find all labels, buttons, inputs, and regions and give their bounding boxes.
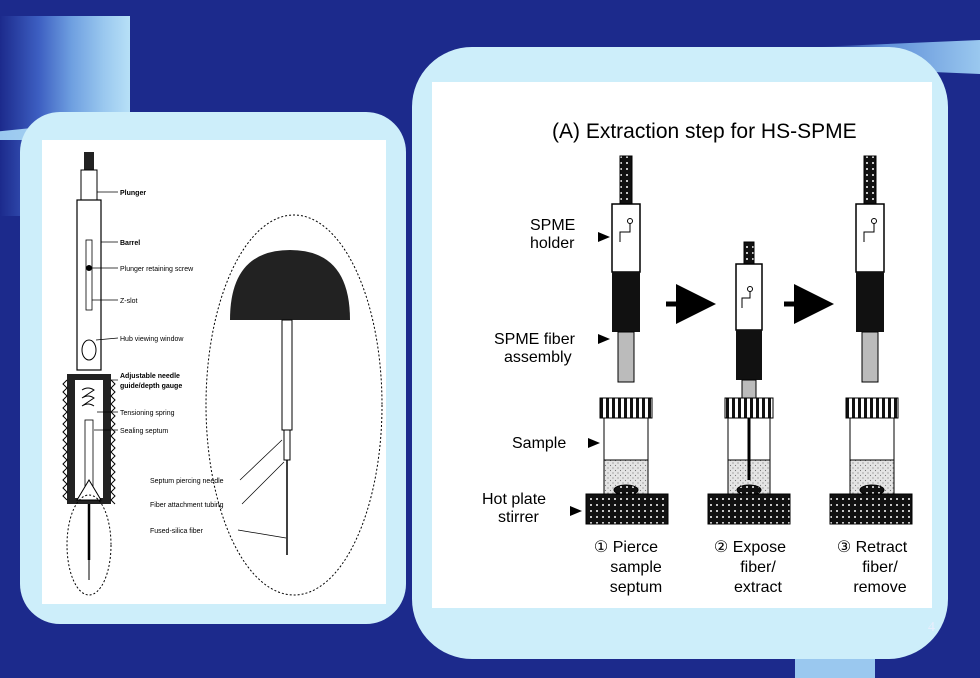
hs-spme-svg: (A) Extraction step for HS-SPME	[482, 120, 913, 596]
label-z-slot: Z-slot	[120, 298, 138, 305]
serration-right	[110, 379, 116, 505]
label-fiber-assembly-1: SPME fiber	[494, 331, 576, 348]
plunger-screw	[86, 265, 92, 271]
label-sample: Sample	[512, 435, 566, 452]
label-fiber-assembly-2: assembly	[504, 349, 572, 366]
serration-left	[62, 379, 68, 501]
label-hot-plate-1: Hot plate	[482, 491, 546, 508]
zoom-ellipse-small	[66, 494, 112, 596]
z-slot	[85, 239, 93, 311]
unit-retract	[829, 155, 913, 525]
label-sealing-septum: Sealing septum	[120, 428, 168, 435]
label-pointer-arrows	[570, 232, 610, 516]
plunger-rod	[80, 169, 98, 201]
plunger-cap	[84, 152, 94, 170]
label-needle-guide-1: Adjustable needle	[120, 373, 180, 380]
label-needle-guide-2: guide/depth gauge	[120, 383, 182, 390]
label-silica-fiber: Fused-silica fiber	[150, 528, 204, 535]
decorative-bar-bottom	[795, 655, 875, 678]
label-septum-needle: Septum piercing needle	[150, 478, 224, 485]
leader-lines-left	[92, 191, 119, 431]
unit-pierce	[585, 155, 669, 525]
attachment-tubing	[283, 429, 291, 461]
label-spme-holder-2: holder	[530, 235, 575, 252]
spme-device-svg: Plunger Barrel Plunger retaining screw Z…	[62, 152, 383, 596]
page-number: 4	[928, 620, 935, 635]
step-3-line-1: ③ Retract	[837, 539, 908, 556]
step-2-line-2: fiber/	[740, 559, 776, 576]
diagram-title: (A) Extraction step for HS-SPME	[552, 120, 857, 143]
hub-window	[81, 339, 97, 361]
needle-cone	[76, 479, 102, 501]
label-fiber-tubing: Fiber attachment tubing	[150, 502, 224, 509]
label-plunger-screw: Plunger retaining screw	[120, 266, 194, 273]
step-3-line-3: remove	[853, 579, 906, 596]
step-1-line-2: sample	[610, 559, 662, 576]
piercing-needle	[281, 319, 293, 431]
zoom-ellipse-large	[205, 214, 383, 596]
label-hot-plate-2: stirrer	[498, 509, 540, 526]
tensioning-spring	[81, 387, 95, 407]
spme-device-diagram: Plunger Barrel Plunger retaining screw Z…	[42, 140, 386, 604]
step-2-line-3: extract	[734, 579, 783, 596]
hs-spme-extraction-diagram: (A) Extraction step for HS-SPME	[432, 82, 932, 608]
step-2-line-1: ② Expose	[714, 539, 786, 556]
leader-lines-right	[237, 439, 287, 539]
septum-cap	[230, 250, 350, 320]
step-1-line-1: ① Pierce	[594, 539, 658, 556]
label-barrel: Barrel	[120, 240, 140, 247]
label-tension-spring: Tensioning spring	[120, 410, 175, 417]
unit-expose	[707, 241, 791, 525]
label-hub-window: Hub viewing window	[120, 336, 184, 343]
step-3-line-2: fiber/	[862, 559, 898, 576]
label-plunger: Plunger	[120, 190, 146, 197]
label-spme-holder-1: SPME	[530, 217, 575, 234]
step-1-line-3: septum	[610, 579, 662, 596]
